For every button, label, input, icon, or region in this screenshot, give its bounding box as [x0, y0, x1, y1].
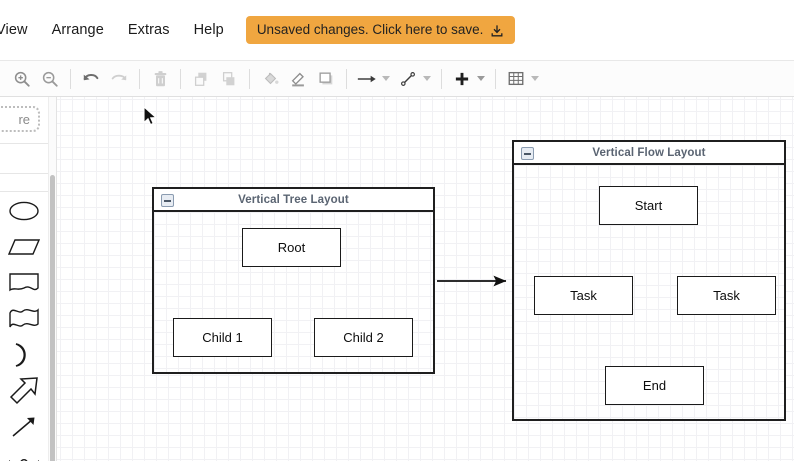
- waypoints-icon[interactable]: [394, 65, 422, 93]
- fill-color-icon[interactable]: [256, 65, 284, 93]
- toolbar-separator: [249, 68, 250, 89]
- toolbar-separator: [180, 68, 181, 89]
- shadow-icon[interactable]: [312, 65, 340, 93]
- toolbar-separator: [346, 68, 347, 89]
- menu-item-view[interactable]: View: [0, 22, 28, 38]
- waypoints-dropdown-caret[interactable]: [423, 76, 431, 81]
- collapse-minus-icon[interactable]: [521, 147, 534, 160]
- menu-item-arrange[interactable]: Arrange: [51, 22, 104, 38]
- sidebar-divider: [0, 173, 48, 174]
- more-shapes-button[interactable]: re: [0, 106, 40, 132]
- line-color-icon[interactable]: [284, 65, 312, 93]
- node-child-1[interactable]: Child 1: [173, 318, 272, 357]
- save-banner-label: Unsaved changes. Click here to save.: [256, 22, 484, 37]
- insert-dropdown-caret[interactable]: [477, 76, 485, 81]
- container-title: Vertical Tree Layout: [238, 193, 349, 206]
- node-start[interactable]: Start: [599, 186, 698, 225]
- node-task-2[interactable]: Task: [677, 276, 776, 315]
- connection-arrow-dropdown-caret[interactable]: [382, 76, 390, 81]
- sidebar-scrollbar-thumb[interactable]: [50, 175, 55, 461]
- sidebar-divider: [0, 191, 48, 192]
- node-end[interactable]: End: [605, 366, 704, 405]
- redo-icon[interactable]: [105, 65, 133, 93]
- delete-icon[interactable]: [146, 65, 174, 93]
- menu-item-help[interactable]: Help: [193, 22, 224, 38]
- document-shape[interactable]: [0, 265, 48, 301]
- thin-arrow-shape[interactable]: [0, 409, 48, 445]
- unsaved-changes-save-banner[interactable]: Unsaved changes. Click here to save.: [245, 16, 516, 44]
- container-title: Vertical Flow Layout: [592, 146, 706, 159]
- wave-document-shape[interactable]: [0, 301, 48, 337]
- node-child-2[interactable]: Child 2: [314, 318, 413, 357]
- insert-plus-icon[interactable]: [448, 65, 476, 93]
- to-front-icon[interactable]: [187, 65, 215, 93]
- container-header[interactable]: Vertical Tree Layout: [154, 189, 433, 212]
- diagram-canvas[interactable]: Vertical Tree Layout Root Child 1 Child …: [57, 97, 794, 461]
- download-icon: [490, 24, 504, 38]
- node-task-1[interactable]: Task: [534, 276, 633, 315]
- toolbar-separator: [441, 68, 442, 89]
- table-dropdown-caret[interactable]: [531, 76, 539, 81]
- ellipse-shape[interactable]: [0, 193, 48, 229]
- container-header[interactable]: Vertical Flow Layout: [514, 142, 784, 165]
- parallelogram-shape[interactable]: [0, 229, 48, 265]
- collapse-minus-icon[interactable]: [161, 194, 174, 207]
- undo-icon[interactable]: [77, 65, 105, 93]
- bidirectional-connector-shape[interactable]: [0, 445, 48, 461]
- toolbar-separator: [70, 68, 71, 89]
- toolbar-separator: [495, 68, 496, 89]
- shape-palette: [0, 193, 48, 461]
- more-shapes-label: re: [18, 111, 30, 127]
- main-toolbar: [0, 60, 794, 97]
- to-back-icon[interactable]: [215, 65, 243, 93]
- table-icon[interactable]: [502, 65, 530, 93]
- node-root[interactable]: Root: [242, 228, 341, 267]
- toolbar-separator: [139, 68, 140, 89]
- block-arrow-shape[interactable]: [0, 373, 48, 409]
- zoom-out-icon[interactable]: [36, 65, 64, 93]
- menu-bar: View Arrange Extras Help Unsaved changes…: [0, 0, 794, 60]
- shapes-sidebar: re: [0, 97, 57, 461]
- menu-item-extras[interactable]: Extras: [127, 22, 170, 38]
- menu-items: View Arrange Extras Help: [0, 18, 236, 42]
- sidebar-divider: [0, 143, 48, 144]
- crescent-shape[interactable]: [0, 337, 48, 373]
- connection-arrow-icon[interactable]: [353, 65, 381, 93]
- zoom-in-icon[interactable]: [8, 65, 36, 93]
